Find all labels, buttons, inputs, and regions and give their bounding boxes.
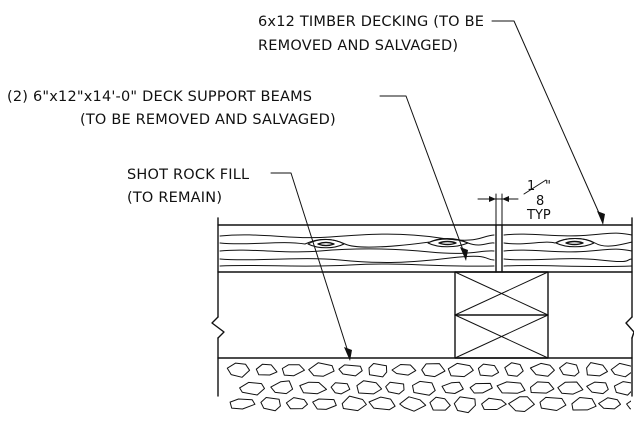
gap-arrow-left — [489, 196, 496, 202]
rock-stone — [504, 362, 524, 377]
wood-knot-2 — [427, 238, 469, 248]
beam-lower-cross-b — [454, 314, 549, 359]
rock-stone — [441, 381, 464, 394]
rock-stone — [399, 396, 427, 412]
timber-decking — [217, 224, 633, 273]
rock-stone — [330, 382, 351, 395]
rock-stone — [412, 380, 436, 396]
fill-label-line1: SHOT ROCK FILL — [127, 167, 249, 183]
left-break-mark — [211, 316, 225, 339]
rock-stone — [368, 363, 388, 378]
gap-fraction-slash — [523, 179, 547, 195]
callout-support-beams: (2) 6"x12"x14'-0" DECK SUPPORT BEAMS (TO… — [7, 89, 468, 261]
beam-upper-cross-b — [454, 271, 549, 316]
gap-typ-label: TYP — [526, 208, 551, 223]
rock-stone — [586, 381, 609, 395]
callout-shot-rock-fill: SHOT ROCK FILL (TO REMAIN) — [127, 167, 352, 361]
rock-stone — [260, 397, 281, 412]
rock-stone — [586, 362, 608, 377]
rock-stone — [391, 364, 417, 376]
gap-fraction-denominator: 8 — [536, 194, 544, 209]
rock-stone — [469, 382, 493, 394]
rock-stone — [338, 364, 363, 377]
rock-stone — [421, 363, 446, 378]
rock-stone — [508, 396, 535, 412]
decking-leader-line — [491, 20, 604, 223]
rock-stone — [477, 363, 500, 377]
beams-label-line2: (TO BE REMOVED AND SALVAGED) — [80, 112, 336, 128]
rock-stone — [356, 380, 383, 395]
fill-leader-line — [270, 172, 351, 359]
rock-stone — [496, 381, 526, 394]
rock-stone — [368, 396, 396, 411]
rock-stone — [557, 381, 584, 395]
rock-stone — [239, 381, 265, 396]
rock-stone — [530, 381, 555, 394]
rock-stone — [385, 381, 405, 395]
beams-leader-line — [379, 95, 467, 259]
rock-stone — [308, 362, 335, 377]
deck-support-beam — [454, 271, 549, 359]
beams-leader-arrowhead — [460, 247, 468, 261]
rock-stone — [447, 362, 474, 378]
section-edges — [211, 217, 634, 397]
right-break-mark — [625, 316, 634, 339]
gap-inch-mark: " — [545, 179, 551, 194]
rock-stone — [571, 397, 597, 411]
wood-grain-left — [219, 233, 495, 267]
rock-stone — [539, 396, 567, 411]
fill-label-line2: (TO REMAIN) — [127, 190, 222, 206]
rock-stone — [429, 396, 451, 411]
rock-stone — [255, 363, 278, 376]
callout-timber-decking: 6x12 TIMBER DECKING (TO BE REMOVED AND S… — [258, 14, 605, 225]
rock-stone — [226, 362, 251, 378]
rock-stone — [299, 381, 327, 395]
rock-stone — [529, 362, 555, 377]
rock-stone — [312, 398, 337, 410]
beams-label-line1: (2) 6"x12"x14'-0" DECK SUPPORT BEAMS — [7, 89, 312, 105]
fill-leader-arrowhead — [344, 347, 352, 361]
decking-label-line2: REMOVED AND SALVAGED) — [258, 38, 458, 54]
rock-stone — [453, 396, 476, 414]
rock-stone — [281, 364, 305, 377]
rock-stone — [559, 362, 580, 377]
wood-grain-right — [503, 232, 633, 268]
gap-arrow-right — [502, 196, 509, 202]
gap-fraction-numerator: 1 — [527, 179, 535, 194]
rock-stone — [610, 362, 631, 378]
rock-stone — [613, 381, 631, 396]
rock-stone — [285, 397, 308, 410]
wood-knot-3 — [555, 238, 595, 248]
decking-label-line1: 6x12 TIMBER DECKING (TO BE — [258, 14, 484, 30]
shot-rock-fill-pattern — [226, 362, 631, 414]
rock-stone — [229, 398, 256, 410]
wood-knot-1 — [307, 239, 345, 249]
rock-stone — [598, 397, 621, 410]
rock-stone — [270, 380, 294, 395]
rock-stone — [481, 397, 507, 410]
decking-leader-arrowhead — [597, 211, 605, 225]
gap-dimension: 1 8 " TYP — [477, 179, 551, 227]
rock-stone — [341, 395, 367, 412]
rock-stone — [626, 400, 631, 410]
